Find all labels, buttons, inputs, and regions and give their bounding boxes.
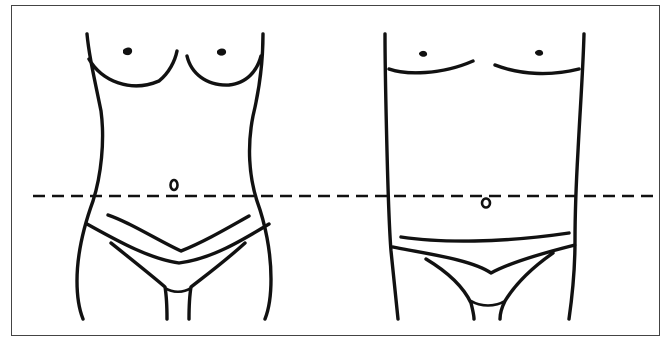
female-torso [77, 34, 271, 319]
male-navel [482, 199, 490, 208]
female-breast-left [89, 51, 177, 86]
male-pec-right [495, 65, 579, 74]
female-brief-left-leg [111, 243, 167, 319]
male-brief-left-leg [426, 259, 474, 319]
female-nipple-left [123, 48, 132, 56]
female-brief-right-leg [189, 243, 245, 319]
male-pec-left [389, 61, 473, 73]
male-nipple-left [419, 51, 427, 57]
illustration-frame [11, 5, 660, 336]
female-left-contour [77, 34, 103, 319]
male-right-contour [569, 34, 584, 319]
male-torso [385, 34, 584, 319]
male-brief-pouch [471, 301, 505, 306]
male-left-contour [385, 34, 398, 319]
female-navel [171, 180, 178, 190]
torso-diagram [12, 6, 661, 337]
male-nipple-right [535, 50, 543, 56]
male-brief-top [393, 245, 575, 273]
female-breast-right [187, 56, 261, 85]
female-right-contour [250, 34, 271, 319]
male-brief-right-leg [500, 253, 553, 319]
female-nipple-right [217, 49, 226, 56]
male-lower-crease [401, 233, 569, 241]
female-brief-crotch [165, 288, 191, 292]
